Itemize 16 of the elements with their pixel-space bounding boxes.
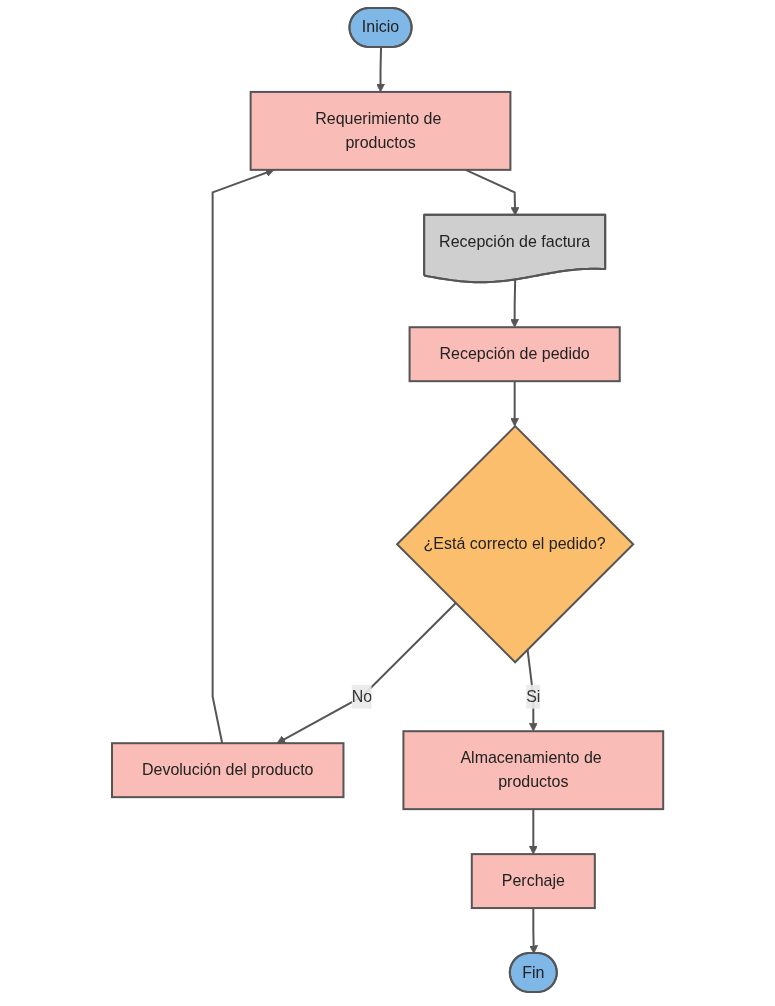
arrow xyxy=(510,279,519,328)
arrow xyxy=(211,168,275,745)
arrow xyxy=(276,602,457,744)
arrow xyxy=(510,380,519,427)
edge-label: No xyxy=(351,687,372,705)
arrow xyxy=(526,648,538,732)
arrow xyxy=(529,907,538,954)
edge-label: Si xyxy=(526,687,541,705)
node-box: Almacenamiento de productos xyxy=(402,730,665,811)
node-box: Requerimiento de productos xyxy=(249,90,512,171)
node-box: Perchaje xyxy=(470,853,596,910)
arrow xyxy=(376,46,385,93)
node-diamond: ¿Está correcto el pedido? xyxy=(395,424,635,664)
node-box: Devolución del producto xyxy=(110,742,345,799)
node-box: Recepción de pedido xyxy=(408,326,621,383)
arrow xyxy=(528,808,538,855)
